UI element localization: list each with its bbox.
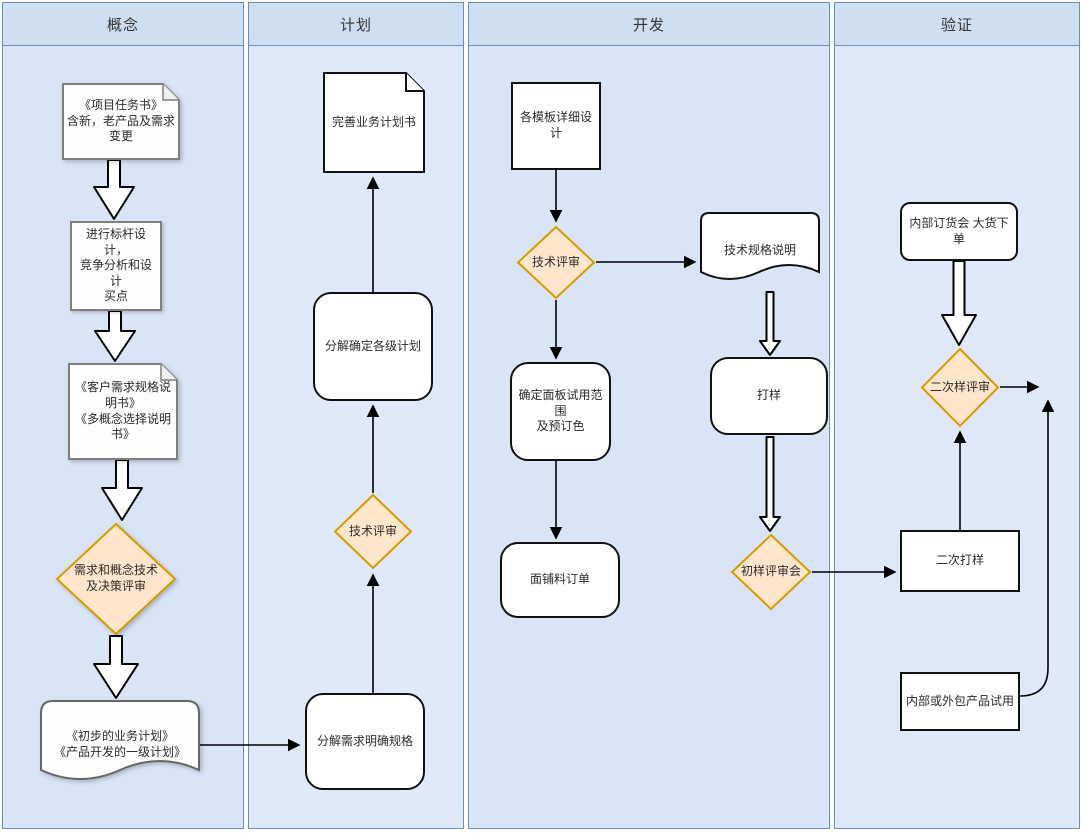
block-arrow-techspec-to-sampling: [759, 291, 781, 356]
lane-verify-title: 验证: [940, 16, 973, 34]
lane-verify-header: 验证: [835, 3, 1079, 46]
node-preliminary-business-plan-label: 《初步的业务计划》 《产品开发的一级计划》: [53, 729, 186, 759]
node-dev-tech-review-label: 技术评审: [531, 254, 580, 269]
node-second-sample-review[interactable]: 二次样评审: [920, 347, 1000, 428]
node-first-sample-review[interactable]: 初样评审会: [730, 533, 812, 611]
lane-plan-title: 计划: [339, 16, 372, 34]
document-shape: [40, 700, 200, 780]
node-project-charter-label: 《项目任务书》 含新，老产品及需求 变更: [66, 98, 175, 144]
node-panel-trial-scope[interactable]: 确定面板试用范围 及预订色: [510, 362, 611, 461]
node-internal-order-meeting[interactable]: 内部订货会 大货下 单: [900, 202, 1018, 261]
node-preliminary-business-plan[interactable]: 《初步的业务计划》 《产品开发的一级计划》: [40, 700, 200, 790]
node-template-detail-design[interactable]: 各模板详细设计: [511, 82, 601, 170]
node-plan-tech-review[interactable]: 技术评审: [333, 493, 413, 570]
node-internal-outsourced-trial-label: 内部或外包产品试用: [905, 693, 1014, 708]
note-shape: [68, 363, 178, 460]
decision-diamond-shape: [516, 225, 596, 300]
node-decompose-level-plans-label: 分解确定各级计划: [324, 338, 421, 353]
lane-plan-header: 计划: [249, 3, 463, 46]
block-arrow-charter-to-benchmark: [93, 159, 135, 220]
node-benchmark-design-label: 进行标杆设计， 竞争分析和设计 买点: [79, 227, 152, 304]
edge-trial-loop-up: [1019, 399, 1055, 697]
node-benchmark-design[interactable]: 进行标杆设计， 竞争分析和设计 买点: [70, 221, 162, 311]
node-customer-requirement-spec[interactable]: 《客户需求规格说 明书》 《多概念选择说明 书》: [68, 363, 178, 460]
node-template-detail-design-label: 各模板详细设计: [519, 110, 592, 140]
node-decompose-requirements-label: 分解需求明确规格: [316, 733, 413, 748]
note-shape: [323, 72, 425, 173]
node-complete-business-plan-label: 完善业务计划书: [331, 114, 416, 129]
lane-develop-header: 开发: [469, 3, 829, 46]
node-concept-decision-review[interactable]: 需求和概念技术 及决策评审: [55, 522, 177, 636]
node-project-charter[interactable]: 《项目任务书》 含新，老产品及需求 变更: [62, 83, 180, 160]
node-tech-spec-label: 技术规格说明: [723, 243, 796, 258]
node-sampling-label: 打样: [756, 388, 781, 403]
node-plan-tech-review-label: 技术评审: [348, 523, 397, 538]
node-internal-outsourced-trial[interactable]: 内部或外包产品试用: [900, 672, 1020, 731]
node-tech-spec[interactable]: 技术规格说明: [700, 212, 820, 290]
block-arrow-spec-to-review: [101, 459, 143, 521]
decision-diamond-shape: [55, 522, 177, 636]
block-arrow-order-to-second-review: [941, 260, 977, 346]
node-concept-decision-review-label: 需求和概念技术 及决策评审: [73, 563, 158, 593]
decision-diamond-shape: [730, 533, 812, 611]
node-customer-requirement-spec-label: 《客户需求规格说 明书》 《多概念选择说明 书》: [74, 380, 171, 442]
lane-concept-header: 概念: [3, 3, 243, 46]
node-decompose-level-plans[interactable]: 分解确定各级计划: [313, 292, 433, 401]
lane-concept-title: 概念: [106, 16, 139, 34]
node-internal-order-meeting-label: 内部订货会 大货下 单: [909, 215, 1009, 246]
block-arrow-sampling-to-first-review: [759, 436, 781, 532]
note-shape: [62, 83, 180, 160]
block-arrow-review-to-plan-doc: [93, 635, 139, 699]
node-decompose-requirements[interactable]: 分解需求明确规格: [305, 693, 425, 790]
node-second-sampling[interactable]: 二次打样: [900, 530, 1020, 592]
decision-diamond-shape: [333, 493, 413, 570]
node-fabric-material-order[interactable]: 面铺料订单: [500, 542, 620, 618]
block-arrow-benchmark-to-spec: [94, 310, 136, 362]
decision-diamond-shape: [920, 347, 1000, 428]
node-fabric-material-order-label: 面铺料订单: [529, 572, 590, 587]
lane-plan[interactable]: 计划: [248, 2, 464, 829]
node-complete-business-plan[interactable]: 完善业务计划书: [323, 72, 425, 173]
node-panel-trial-scope-label: 确定面板试用范围 及预订色: [518, 388, 603, 434]
document-shape: [700, 212, 820, 280]
node-second-sampling-label: 二次打样: [935, 553, 984, 568]
lane-develop-title: 开发: [632, 16, 665, 34]
node-sampling[interactable]: 打样: [710, 357, 828, 435]
node-first-sample-review-label: 初样评审会: [740, 564, 801, 579]
node-second-sample-review-label: 二次样评审: [929, 379, 990, 394]
node-dev-tech-review[interactable]: 技术评审: [516, 225, 596, 300]
